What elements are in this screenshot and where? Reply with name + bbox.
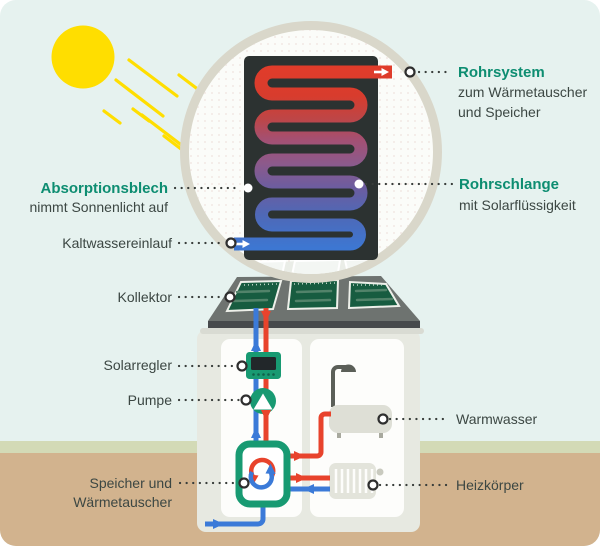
tube-flow-arrows	[236, 68, 389, 248]
marker-absorptionsblech	[243, 183, 253, 193]
cold-water-inlet-pipe	[205, 502, 266, 527]
roof-icon	[200, 276, 424, 334]
house-icon	[197, 276, 424, 532]
label-rohrsystem-line1: zum Wärmetauscher	[458, 84, 587, 100]
label-heizkoerper: Heizkörper	[456, 477, 524, 493]
marker-pumpe	[240, 394, 252, 406]
marker-speicher	[238, 477, 250, 489]
label-rohrschlange-title: Rohrschlange	[459, 176, 559, 193]
radiator-icon	[329, 463, 384, 499]
label-pumpe: Pumpe	[128, 392, 173, 408]
marker-heizkoerper	[367, 479, 379, 491]
label-rohrsystem-line2: und Speicher	[458, 104, 541, 120]
leader-lines	[173, 66, 454, 491]
marker-rohrschlange	[354, 179, 364, 189]
label-absorptionsblech-line1: nimmt Sonnenlicht auf	[29, 199, 168, 215]
sun-icon	[51, 25, 222, 151]
storage-tank-icon	[235, 440, 291, 508]
serpentine-tube-icon	[234, 65, 392, 251]
magnifier-circle-icon	[180, 21, 442, 283]
hot-to-bath-pipe	[286, 411, 331, 459]
marker-solarregler	[236, 360, 248, 372]
pump-icon	[250, 388, 276, 414]
marker-kollektor	[224, 291, 236, 303]
shower-bath-icon	[329, 364, 392, 438]
pipe-flow-arrows	[213, 311, 314, 529]
label-kaltwassereinlauf: Kaltwassereinlauf	[62, 235, 172, 251]
controller-icon	[246, 352, 281, 379]
label-solarregler: Solarregler	[104, 357, 173, 373]
collector-streaks	[232, 288, 394, 303]
heat-exchange-arrows-icon	[248, 457, 276, 490]
marker-rohrsystem	[404, 66, 416, 78]
label-warmwasser: Warmwasser	[456, 411, 537, 427]
label-rohrschlange-line1: mit Solarflüssigkeit	[459, 197, 576, 213]
label-speicher-line1: Speicher und	[89, 475, 172, 491]
collector-texture	[243, 282, 382, 286]
labels: Rohrsystem zum Wärmetauscher und Speiche…	[29, 64, 587, 510]
label-rohrsystem-title: Rohrsystem	[458, 64, 545, 81]
label-speicher-line2: Wärmetauscher	[73, 494, 172, 510]
marker-kaltwassereinlauf	[225, 237, 237, 249]
label-kollektor: Kollektor	[118, 289, 173, 305]
marker-warmwasser	[377, 413, 389, 425]
label-absorptionsblech-title: Absorptionsblech	[40, 180, 168, 197]
